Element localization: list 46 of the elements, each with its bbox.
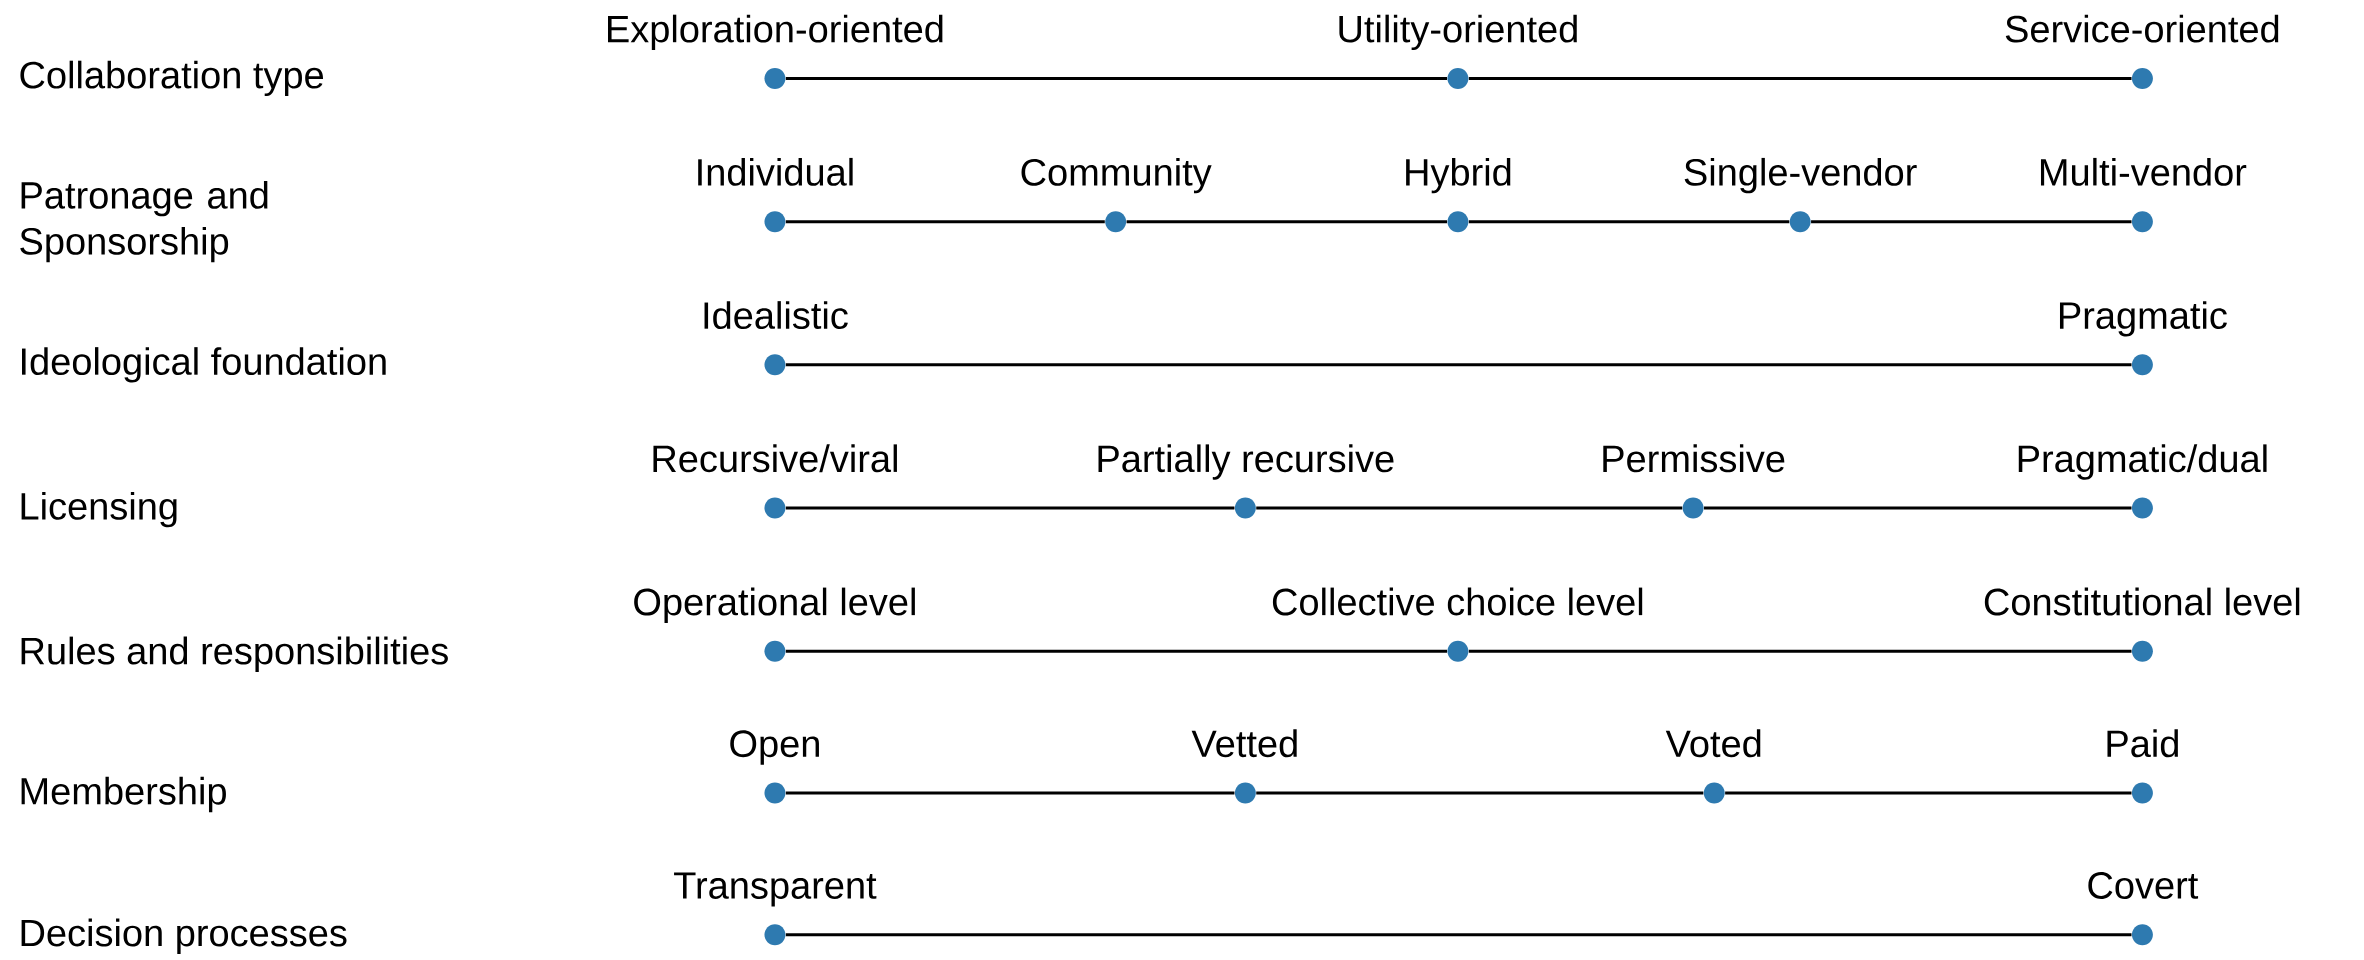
scale-label: Community (1021, 157, 1212, 194)
row-label: Ideological foundation (22, 347, 386, 383)
scale-label: Hybrid (1406, 157, 1511, 194)
connector-line (1725, 791, 2132, 795)
scale-label: Exploration-oriented (608, 14, 943, 51)
row-label: Decision processes (21, 918, 347, 954)
scale-label: Single-vendor (1684, 157, 1917, 194)
connector-line (785, 649, 1447, 653)
scale-label: Paid (2107, 729, 2178, 758)
row-label: Rules and responsibilities (21, 636, 448, 673)
scale-label: Collective choice level (1272, 587, 1643, 616)
scale-label: Service-oriented (2005, 14, 2279, 43)
connector-line (785, 220, 1105, 224)
row-label: Licensing (21, 491, 177, 528)
scale-label: Recursive/viral (653, 444, 897, 473)
connector-line (785, 363, 2132, 367)
connector-line (1468, 649, 2132, 653)
connector-line (785, 506, 1235, 510)
scale-label: Multi-vendor (2040, 157, 2247, 186)
scale-label: Permissive (1603, 444, 1785, 473)
connector-line (1468, 220, 1790, 224)
scale-label: Constitutional level (1984, 587, 2300, 616)
scale-label: Covert (2088, 872, 2199, 899)
row-label: Patronage and Sponsorship (20, 180, 268, 263)
scale-label: Voted (1665, 729, 1761, 758)
scale-label: Vetted (1191, 729, 1297, 758)
connector-line (785, 933, 2132, 937)
scale-label: Individual (698, 157, 853, 186)
connector-line (1811, 220, 2132, 224)
row-label: Collaboration type (20, 60, 323, 97)
scale-label: Partially recursive (1098, 444, 1394, 480)
connector-line (785, 76, 1447, 80)
scale-label: Utility-oriented (1339, 14, 1577, 51)
scale-label: Open (730, 730, 819, 765)
scale-label: Pragmatic/dual (2018, 444, 2267, 480)
connector-line (1468, 76, 2132, 80)
connector-line (1126, 220, 1447, 224)
connector-line (1256, 791, 1704, 795)
connector-line (1704, 506, 2132, 510)
scale-label: Idealistic (704, 301, 848, 330)
connector-line (1256, 506, 1683, 510)
scale-label: Transparent (674, 872, 877, 907)
row-label: Membership (21, 776, 226, 813)
connector-line (785, 791, 1235, 795)
scale-label: Operational level (634, 587, 915, 623)
scale-label: Pragmatic (2060, 301, 2227, 337)
